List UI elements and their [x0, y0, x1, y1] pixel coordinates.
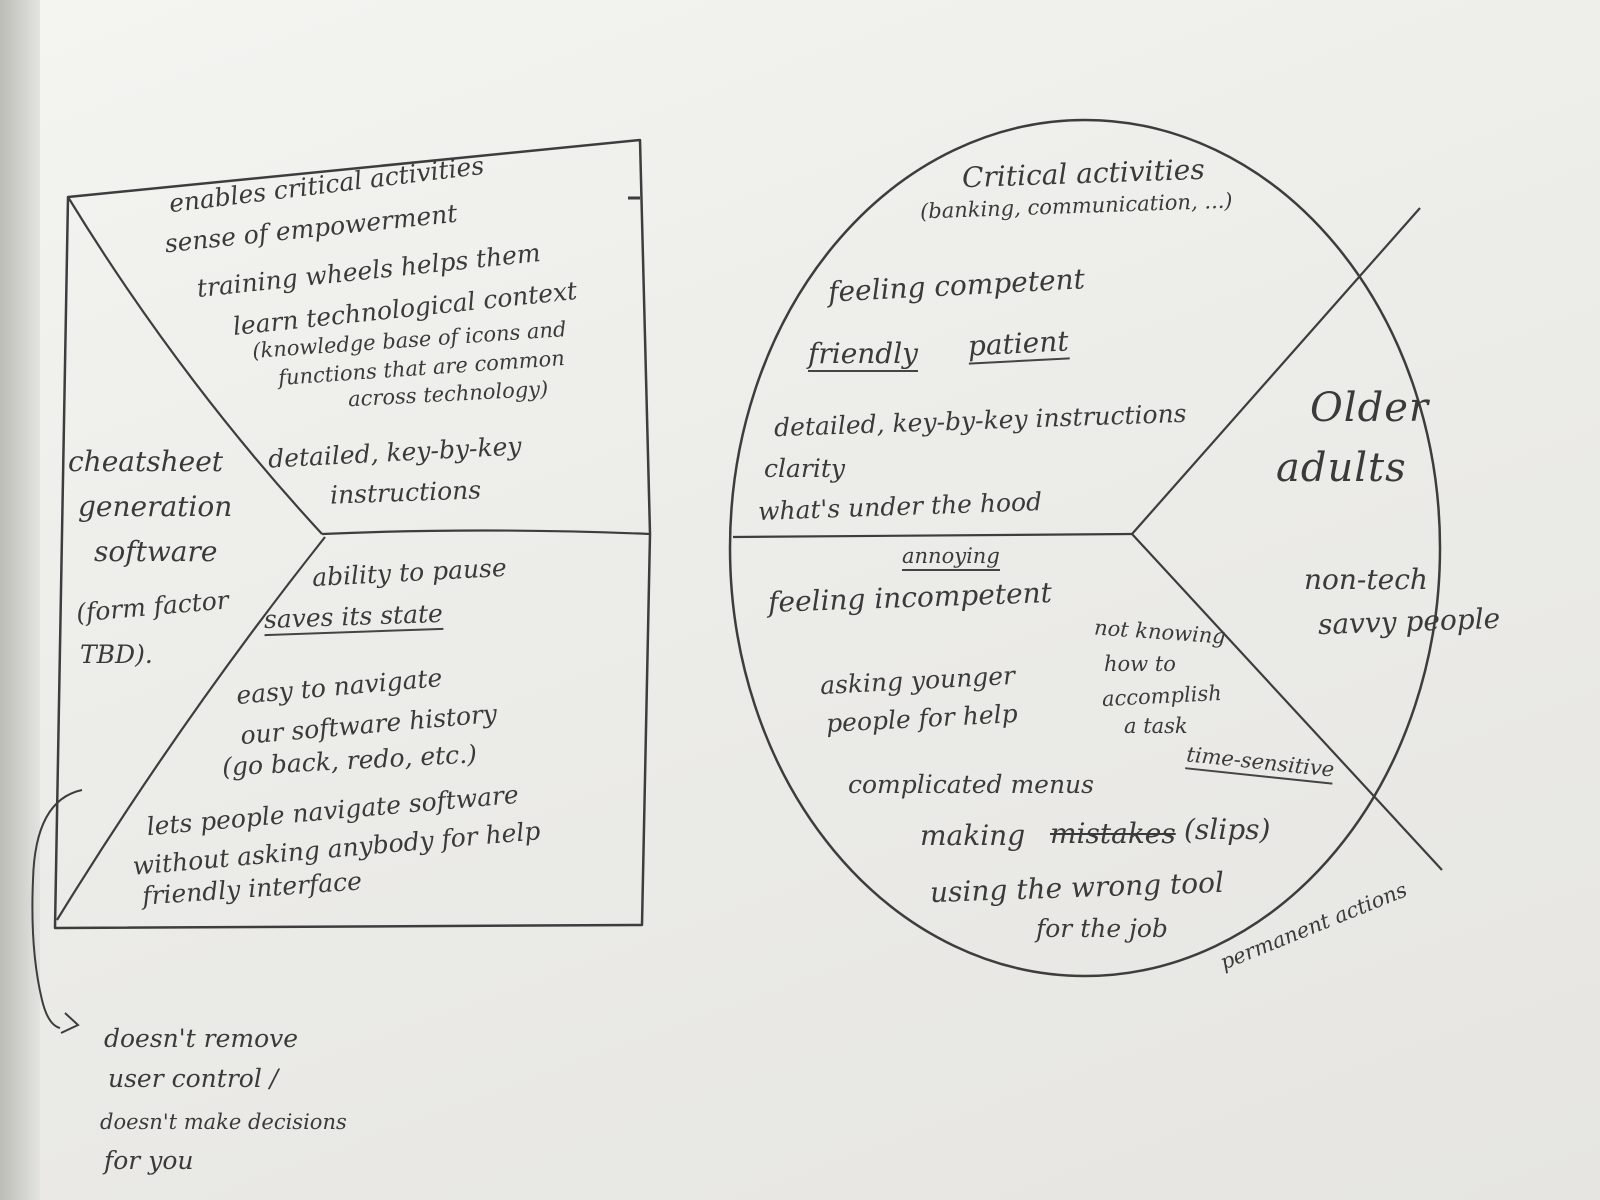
circle-right-title-1: Older	[1310, 385, 1429, 431]
circle-bottom-wrong-tool-2: for the job	[1036, 914, 1168, 943]
circle-bottom-making: making	[920, 819, 1026, 852]
square-left-line-3: software	[94, 535, 218, 568]
circle-line-horizontal	[732, 532, 1133, 539]
square-left-line-1: cheatsheet	[68, 445, 224, 478]
square-divider-middle	[321, 529, 651, 536]
circle-outline	[728, 118, 1442, 978]
circle-right-subtitle-2: savvy people	[1317, 601, 1501, 642]
square-left-line-5: TBD).	[80, 640, 153, 669]
note-line-2: user control /	[108, 1064, 279, 1093]
circle-top-item-5: clarity	[764, 454, 846, 483]
square-left-line-2: generation	[78, 490, 233, 523]
circle-right-title-2: adults	[1276, 445, 1407, 491]
circle-top-heading: Critical activities	[961, 152, 1206, 195]
circle-bottom-slips: (slips)	[1184, 813, 1271, 846]
square-frame	[53, 138, 652, 930]
circle-top-item-3: patient	[967, 324, 1070, 365]
circle-bottom-not-knowing-2: how to	[1104, 652, 1176, 676]
square-instructions-line-2: instructions	[329, 475, 482, 510]
note-line-1: doesn't remove	[104, 1024, 299, 1053]
circle-line-upper-right	[1131, 207, 1421, 535]
square-divider-bottom	[56, 536, 326, 921]
circle-bottom-not-knowing-4: a task	[1124, 714, 1188, 738]
note-arrow	[31, 789, 83, 1029]
circle-line-lower-right	[1131, 533, 1443, 871]
note-line-4: for you	[104, 1146, 194, 1175]
circle-right-subtitle-1: non-tech	[1304, 563, 1428, 596]
circle-top-item-2: friendly	[808, 337, 919, 372]
square-divider-top	[67, 196, 323, 535]
circle-bottom-menus: complicated menus	[848, 770, 1094, 799]
circle-bottom-mistakes: mistakes	[1050, 817, 1176, 850]
circle-bottom-annoying: annoying	[902, 546, 1000, 571]
note-arrowhead	[60, 1012, 80, 1034]
note-line-3: doesn't make decisions	[100, 1110, 347, 1134]
